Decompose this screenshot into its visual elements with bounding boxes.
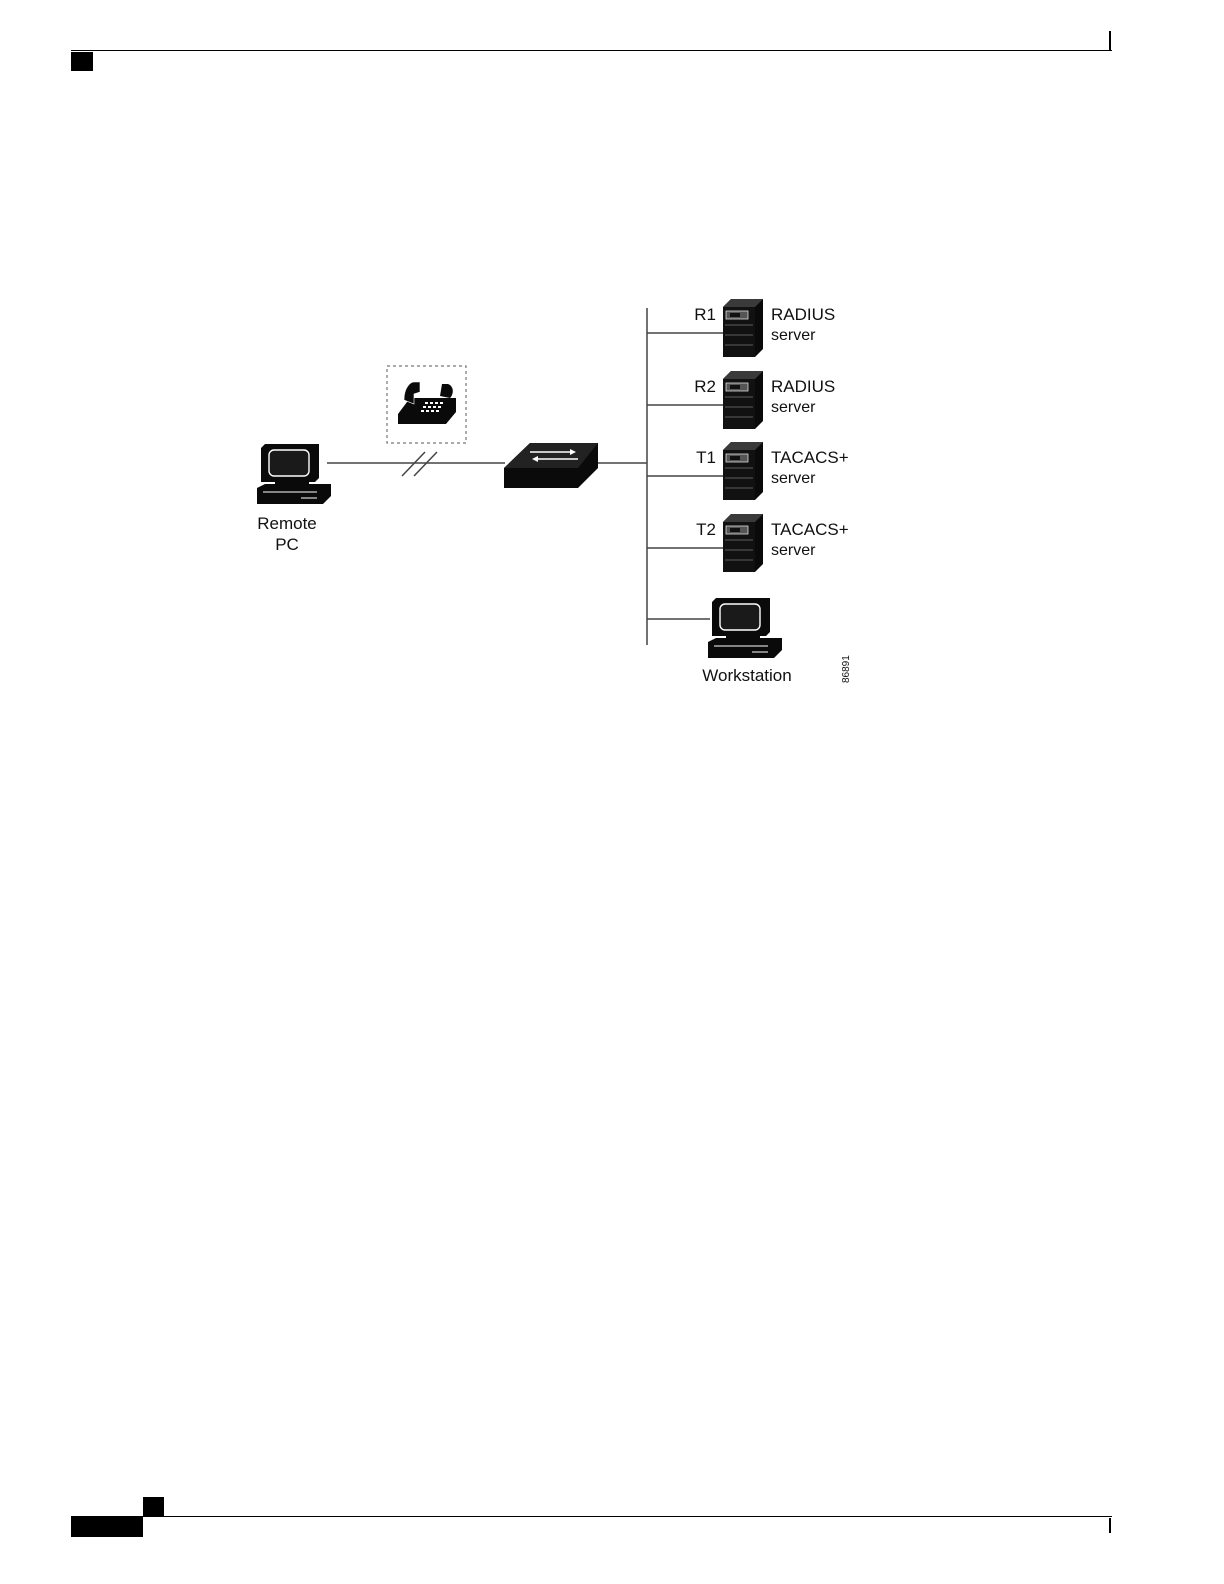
server-t2-id: T2 bbox=[696, 520, 716, 539]
server-t1-id: T1 bbox=[696, 448, 716, 467]
server-r1-role: server bbox=[771, 327, 816, 344]
server-r1-type: RADIUS bbox=[771, 305, 835, 324]
figure-number: 86891 bbox=[841, 655, 852, 683]
link-break-symbol bbox=[402, 452, 437, 476]
server-r2-id: R2 bbox=[694, 377, 716, 396]
footer-marker bbox=[143, 1497, 164, 1516]
server-t1-type: TACACS+ bbox=[771, 448, 849, 467]
server-r2-icon bbox=[723, 371, 763, 429]
phone-icon bbox=[387, 366, 466, 443]
workstation-icon bbox=[708, 598, 782, 658]
footer-tick bbox=[1109, 1518, 1111, 1533]
server-t2-icon bbox=[723, 514, 763, 572]
switch-icon bbox=[504, 443, 598, 488]
server-t1-role: server bbox=[771, 470, 816, 487]
footer-rule bbox=[71, 1516, 1112, 1517]
remote-pc-label-line1: Remote bbox=[257, 514, 317, 533]
server-t2-type: TACACS+ bbox=[771, 520, 849, 539]
footer-page-block bbox=[71, 1517, 143, 1537]
remote-pc-label-line2: PC bbox=[275, 535, 299, 554]
server-t2-role: server bbox=[771, 542, 816, 559]
server-t1-icon bbox=[723, 442, 763, 500]
server-r1-icon bbox=[723, 299, 763, 357]
workstation-label: Workstation bbox=[702, 666, 791, 685]
server-r2-type: RADIUS bbox=[771, 377, 835, 396]
remote-pc-icon bbox=[257, 444, 331, 504]
server-r2-role: server bbox=[771, 399, 816, 416]
server-r1-id: R1 bbox=[694, 305, 716, 324]
